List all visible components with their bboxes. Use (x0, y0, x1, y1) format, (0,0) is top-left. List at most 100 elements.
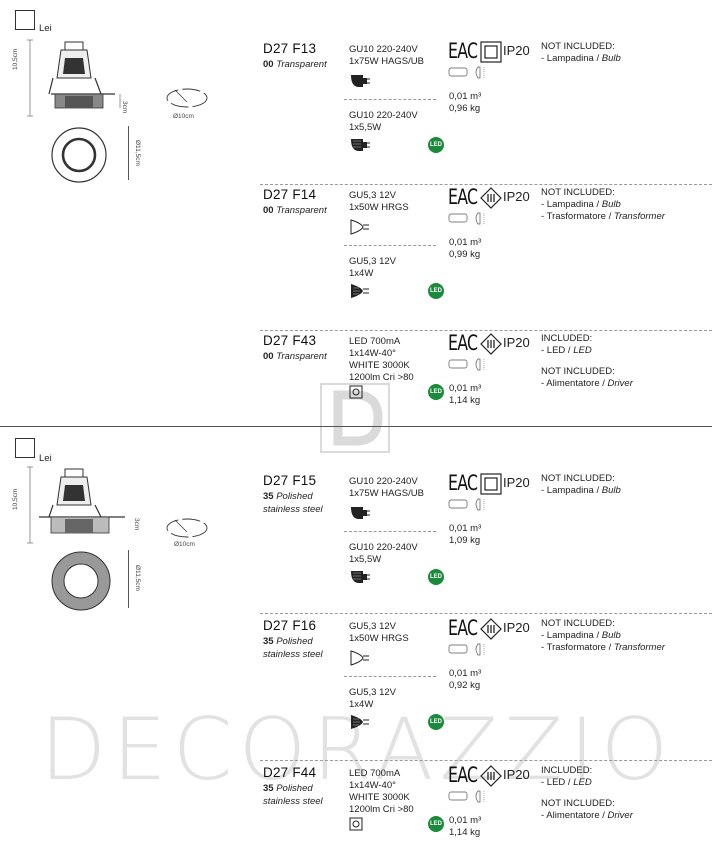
install-icons (448, 790, 494, 804)
product-code: D27 F43 (263, 333, 317, 348)
finish-number: 35 (263, 491, 274, 502)
finish-label: 00 Transparent (263, 204, 327, 217)
ip-rating: IP20 (503, 767, 530, 782)
watermark-logo-d (320, 383, 390, 453)
weight: 1,14 kg (449, 395, 481, 406)
spec-line: GU5,3 12V (349, 256, 396, 267)
weight: 0,96 kg (449, 103, 481, 114)
spec-line: 1x5,5W (349, 122, 382, 133)
side-view-drawing (25, 465, 185, 555)
dim-hole: Ø10cm (173, 113, 194, 120)
notes-block-1: INCLUDED:- LED / LED (541, 333, 592, 357)
ip-rating: IP20 (503, 620, 530, 635)
hole-icon (165, 516, 211, 542)
weight: 0,92 kg (449, 680, 481, 691)
spec-line: 1x14W-40° (349, 780, 396, 791)
notes-block-2: NOT INCLUDED:- Alimentatore / Driver (541, 798, 633, 822)
checkbox[interactable] (15, 10, 35, 30)
dim-line-vertical (128, 126, 129, 180)
finish-name: Transparent (276, 351, 327, 362)
notes-block-1: NOT INCLUDED:- Lampadina / Bulb- Trasfor… (541, 187, 665, 223)
volume: 0,01 m³ (449, 237, 482, 248)
weight: 1,14 kg (449, 827, 481, 838)
finish-number: 35 (263, 636, 274, 647)
spec-line: 1x75W HAGS/UB (349, 488, 424, 499)
spec-line: 1200lm Cri >80 (349, 804, 414, 815)
spec-line: 1x5,5W (349, 554, 382, 565)
eac-mark-icon: EAC (448, 471, 478, 495)
class-icon (480, 765, 502, 787)
bulb-icon-1 (349, 817, 363, 831)
spec-divider (344, 676, 436, 677)
spec-divider (344, 531, 436, 532)
finish-name-2: stainless steel (263, 504, 323, 515)
install-icons (448, 212, 494, 226)
spec-line: GU5,3 12V (349, 190, 396, 201)
install-icons (448, 66, 494, 80)
finish-name-2: stainless steel (263, 796, 323, 807)
spec-line: WHITE 3000K (349, 360, 410, 371)
led-badge-icon: LED (428, 137, 444, 153)
led-badge-icon: LED (428, 569, 444, 585)
note-line: - Trasformatore / Transformer (541, 642, 665, 653)
class-icon (480, 187, 502, 209)
volume: 0,01 m³ (449, 815, 482, 826)
spec-divider (344, 245, 436, 246)
led-badge-icon: LED (428, 816, 444, 832)
notes-block-1: INCLUDED:- LED / LED (541, 765, 592, 789)
dim-hole: Ø10cm (174, 541, 195, 548)
note-line: - Lampadina / Bulb (541, 485, 621, 496)
side-view-drawing (25, 38, 185, 128)
bulb-icon-1 (349, 219, 371, 235)
install-icons (448, 643, 494, 657)
ip-rating: IP20 (503, 475, 530, 490)
notes-block-1: NOT INCLUDED:- Lampadina / Bulb (541, 473, 621, 497)
install-icons (448, 358, 494, 372)
checkbox[interactable] (15, 438, 35, 458)
eac-mark-icon: EAC (448, 331, 478, 355)
weight: 1,09 kg (449, 535, 481, 546)
top-view-ring (50, 550, 112, 612)
row-divider (260, 184, 712, 185)
product-code: D27 F44 (263, 765, 317, 780)
spec-line: GU5,3 12V (349, 621, 396, 632)
volume: 0,01 m³ (449, 383, 482, 394)
finish-name: Polished (276, 491, 313, 502)
bulb-icon-2 (349, 283, 371, 299)
note-line: - LED / LED (541, 777, 592, 788)
spec-line: GU10 220-240V (349, 542, 418, 553)
finish-name: Transparent (276, 205, 327, 216)
finish-label: 35 Polished stainless steel (263, 490, 323, 516)
note-line: - Alimentatore / Driver (541, 810, 633, 821)
note-title: NOT INCLUDED: (541, 473, 615, 484)
class-icon (480, 41, 502, 63)
eac-mark-icon: EAC (448, 39, 478, 63)
note-line: - Lampadina / Bulb (541, 630, 621, 641)
note-title: INCLUDED: (541, 765, 593, 776)
spec-line: 1x50W HRGS (349, 202, 409, 213)
eac-mark-icon: EAC (448, 763, 478, 787)
spec-line: GU10 220-240V (349, 44, 418, 55)
bulb-icon-2 (349, 569, 371, 585)
led-badge-icon: LED (428, 384, 444, 400)
spec-line: 1x14W-40° (349, 348, 396, 359)
spec-line: GU10 220-240V (349, 110, 418, 121)
row-divider (260, 613, 712, 614)
note-title: NOT INCLUDED: (541, 366, 615, 377)
product-code: D27 F14 (263, 187, 317, 202)
note-title: NOT INCLUDED: (541, 41, 615, 52)
bulb-icon-1 (349, 385, 363, 399)
spec-line: GU10 220-240V (349, 476, 418, 487)
hole-icon (165, 86, 211, 112)
